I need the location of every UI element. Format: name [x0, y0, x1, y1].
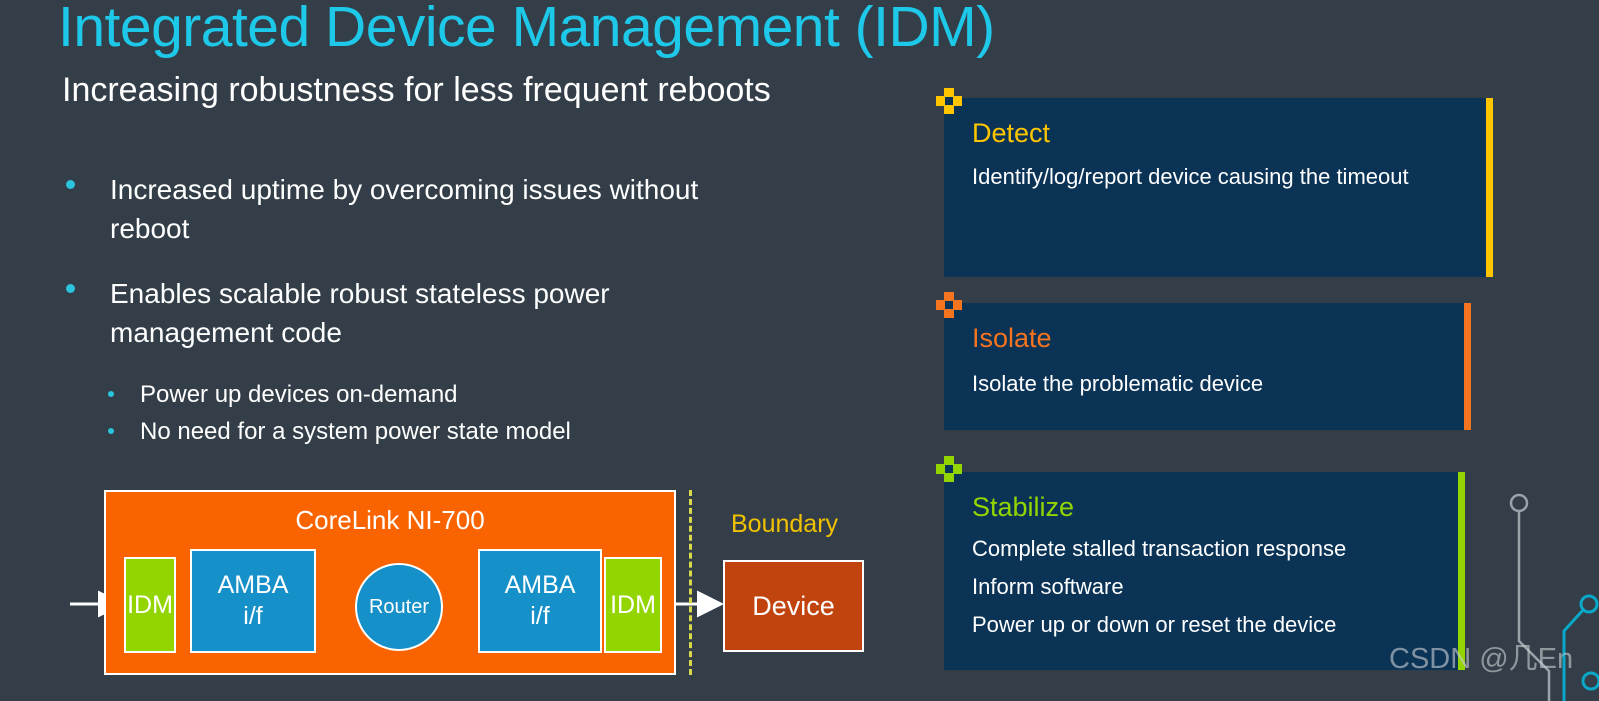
amba-label-line2: i/f — [530, 602, 550, 630]
panel-heading: Detect — [972, 118, 1051, 148]
list-item: Power up devices on-demand — [58, 378, 718, 412]
panel-heading: Stabilize — [972, 492, 1075, 522]
router-node[interactable]: Router — [355, 563, 443, 651]
panel-body-line: Complete stalled transaction response — [972, 536, 1347, 561]
device-block[interactable]: Device — [723, 560, 864, 652]
list-item: Enables scalable robust stateless power … — [58, 274, 718, 352]
panel-accent-bar — [1464, 303, 1471, 430]
panel-detect[interactable]: Detect Identify/log/report device causin… — [944, 98, 1493, 277]
plus-icon — [936, 88, 962, 114]
amba-label-line1: AMBA — [217, 571, 289, 599]
panel-body: Isolate the problematic device — [972, 369, 1445, 399]
page-title: Integrated Device Management (IDM) — [58, 0, 995, 59]
amba-label-line1: AMBA — [504, 571, 576, 599]
idm-block-right[interactable]: IDM — [604, 557, 662, 653]
idm-block-left[interactable]: IDM — [124, 557, 176, 653]
boundary-label: Boundary — [731, 510, 839, 538]
amba-interface-left[interactable]: AMBA i/f — [190, 549, 316, 653]
boundary-divider — [689, 490, 692, 675]
list-item-label: Increased uptime by overcoming issues wi… — [110, 174, 699, 244]
list-item: Increased uptime by overcoming issues wi… — [58, 170, 718, 248]
bullet-dot-icon — [108, 391, 114, 397]
bullet-dot-icon — [66, 180, 75, 189]
panel-accent-bar — [1458, 472, 1465, 670]
circuit-decoration — [1509, 493, 1599, 701]
panel-body-line: Power up or down or reset the device — [972, 612, 1337, 637]
amba-label-line2: i/f — [243, 602, 263, 630]
panel-stabilize[interactable]: Stabilize Complete stalled transaction r… — [944, 472, 1465, 670]
panel-heading: Isolate — [972, 323, 1052, 353]
panel-body-line: Inform software — [972, 574, 1124, 599]
bullet-list: Increased uptime by overcoming issues wi… — [58, 170, 718, 452]
panel-body-line: Identify/log/report device causing the t… — [972, 164, 1409, 189]
panel-body: Identify/log/report device causing the t… — [972, 162, 1467, 192]
amba-interface-right[interactable]: AMBA i/f — [478, 549, 602, 653]
page-subtitle: Increasing robustness for less frequent … — [62, 71, 771, 109]
panel-isolate[interactable]: Isolate Isolate the problematic device — [944, 303, 1471, 430]
block-diagram: CoreLink NI-700 IDM AMBA i/f Router AMBA… — [70, 490, 864, 675]
list-item: No need for a system power state model — [58, 415, 718, 449]
csdn-watermark: CSDN @几En — [1389, 643, 1574, 675]
list-item-label: Enables scalable robust stateless power … — [110, 278, 610, 348]
panel-body: Complete stalled transaction response In… — [972, 534, 1439, 648]
panel-accent-bar — [1486, 98, 1493, 277]
plus-icon — [936, 292, 962, 318]
bullet-dot-icon — [66, 284, 75, 293]
list-item-label: No need for a system power state model — [140, 418, 571, 445]
corelink-label: CoreLink NI-700 — [295, 505, 485, 535]
plus-icon — [936, 456, 962, 482]
list-item-label: Power up devices on-demand — [140, 381, 458, 408]
panel-body-line: Isolate the problematic device — [972, 371, 1264, 396]
bullet-dot-icon — [108, 428, 114, 434]
